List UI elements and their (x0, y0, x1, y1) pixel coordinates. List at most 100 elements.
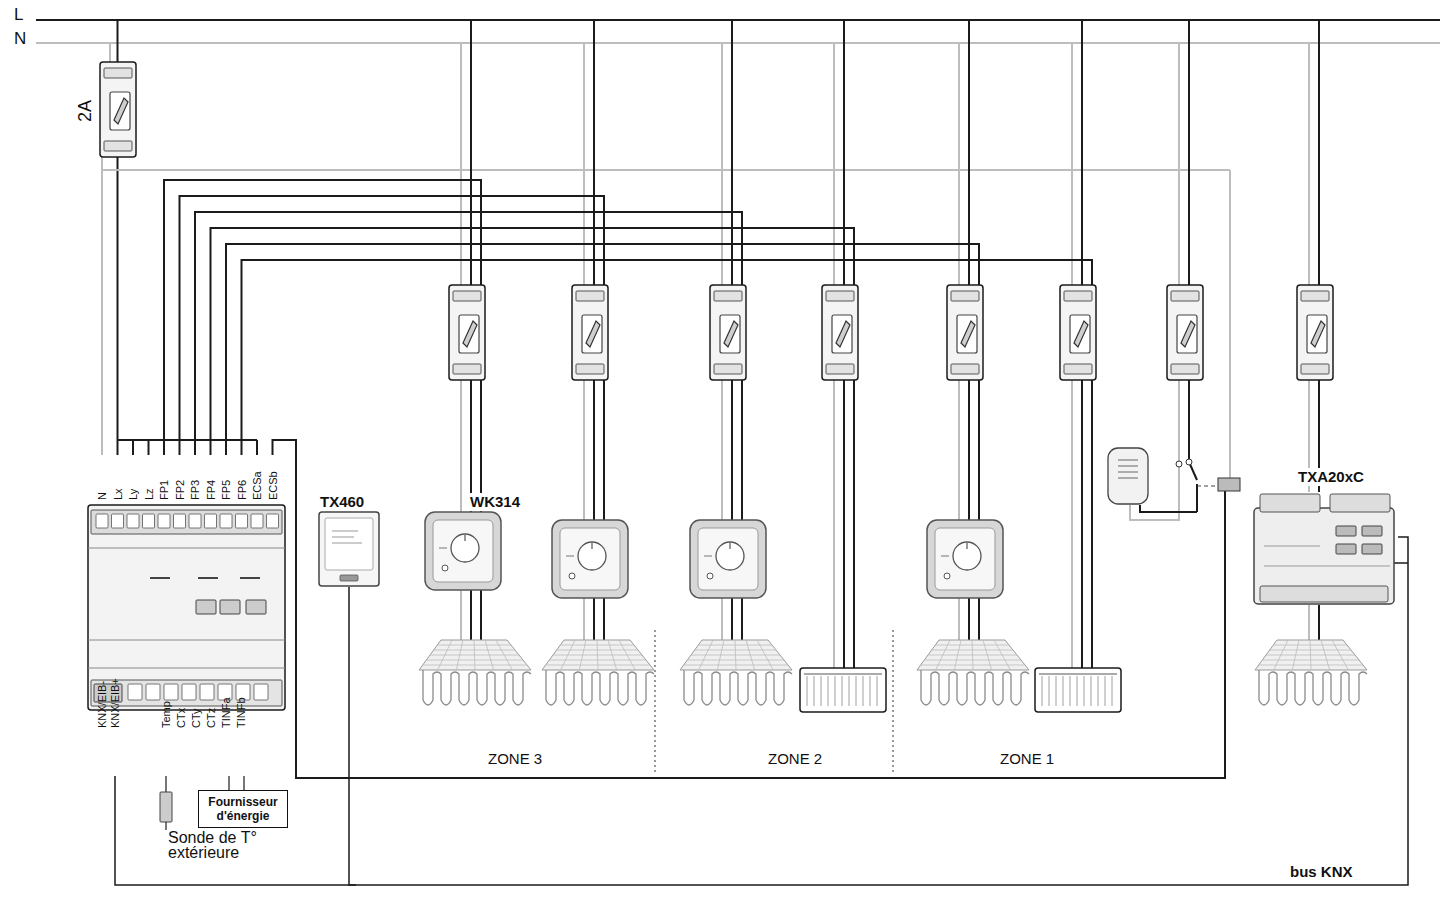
breaker-toggle (586, 321, 600, 347)
breaker-terminal (1064, 364, 1092, 374)
live-drop (1188, 20, 1190, 290)
circuit-breaker (710, 285, 746, 380)
breaker-terminal (1301, 364, 1329, 374)
heating-cable (1259, 670, 1367, 705)
radiator-fin (870, 676, 871, 706)
radiator-fin (1070, 676, 1071, 706)
breaker-toggle (463, 321, 477, 347)
breaker-terminal (826, 364, 854, 374)
terminal-screw (146, 684, 160, 700)
terminal-screw (220, 514, 232, 528)
live-drop (593, 380, 595, 640)
neutral-drop (460, 43, 462, 290)
panel-button (340, 575, 358, 581)
terminal-screw (128, 684, 142, 700)
slab-grid (426, 660, 523, 661)
radiator-fin (1063, 676, 1064, 706)
module-button (246, 600, 266, 614)
pin-name: Lx (112, 488, 124, 500)
slab-grid (994, 640, 1010, 670)
tariff-wire (243, 776, 244, 790)
pin-name: FP1 (158, 480, 170, 500)
neutral-drop (1071, 380, 1073, 668)
thermostat-led (707, 573, 713, 579)
pin-name: FP3 (189, 480, 201, 500)
slab-grid (1310, 640, 1311, 670)
terminal-screw (96, 514, 108, 528)
text-label: ZONE 2 (768, 751, 822, 768)
actuator-body (1254, 508, 1394, 604)
neutral-drop (583, 380, 585, 640)
neutral-drop (1178, 43, 1180, 290)
screen-line (332, 531, 358, 532)
breaker-toggle (961, 321, 975, 347)
pilot-wire (180, 196, 605, 455)
screen-line (332, 543, 362, 544)
radiator-fin (814, 676, 815, 706)
contact-point (1186, 459, 1192, 465)
neutral-bus (1229, 170, 1231, 478)
pin-name: TINFa (220, 698, 232, 729)
terminal-screw (200, 684, 214, 700)
slab-grid (983, 640, 992, 670)
screen-line (332, 537, 354, 538)
tariff-wire (228, 776, 229, 790)
thermostat-face (433, 520, 493, 582)
neutral-drop (460, 380, 462, 640)
floor-heating-slab (680, 640, 792, 670)
slab-grid (972, 640, 973, 670)
module-led (198, 577, 218, 579)
thermostat: WK314 (424, 493, 522, 591)
module-led (150, 577, 170, 579)
slab-grid (474, 640, 475, 670)
sensor-wire (1140, 505, 1197, 512)
dial-tick (591, 543, 592, 549)
neutral-drop (833, 43, 835, 290)
live-drop (731, 20, 733, 290)
breaker-window (110, 92, 130, 130)
terminal-screw (174, 514, 186, 528)
live-drop (843, 20, 845, 290)
pin-name: TINFb (235, 698, 247, 729)
module-edge (88, 640, 285, 641)
breaker-terminal (951, 291, 979, 301)
slab-grid (924, 660, 1021, 661)
circuit-breaker (1167, 285, 1203, 380)
heating-cable (423, 670, 531, 705)
heating-cable (546, 670, 654, 705)
breaker-terminal (951, 364, 979, 374)
sensor-grille (1118, 460, 1138, 461)
text-label: L (14, 6, 23, 25)
neutral-drop (1308, 43, 1310, 290)
breaker-toggle (114, 98, 128, 124)
slab-grid (597, 640, 598, 670)
dial-mark (566, 556, 574, 557)
radiator-fin (1084, 676, 1085, 706)
live-drop (1318, 605, 1320, 640)
breaker-toggle (836, 321, 850, 347)
breaker-window (832, 315, 852, 353)
box-text: Fournisseur d'énergie (202, 795, 284, 823)
pin-name: KNX/EIB- (96, 681, 108, 728)
dial-mark (704, 556, 712, 557)
live-bridge (118, 439, 258, 441)
radiator-fin (842, 676, 843, 706)
terminal-row (91, 510, 282, 534)
breaker-window (1307, 315, 1327, 353)
neutral-drop (721, 43, 723, 290)
pin-name: CTy (190, 709, 202, 729)
terminal-screw (267, 514, 279, 528)
dial-mark (439, 548, 447, 549)
breaker-window (1177, 315, 1197, 353)
neutral-drop (958, 380, 960, 640)
breaker-terminal (826, 291, 854, 301)
dial-mark (941, 556, 949, 557)
pilot-wire (242, 260, 1093, 455)
terminal-screw (112, 514, 124, 528)
live-drop (1196, 484, 1198, 512)
device-drawing (424, 511, 522, 591)
actuator-icon (1250, 486, 1398, 606)
supplier-box: Fournisseur d'énergie (198, 790, 288, 828)
heating-cable (921, 670, 1029, 705)
